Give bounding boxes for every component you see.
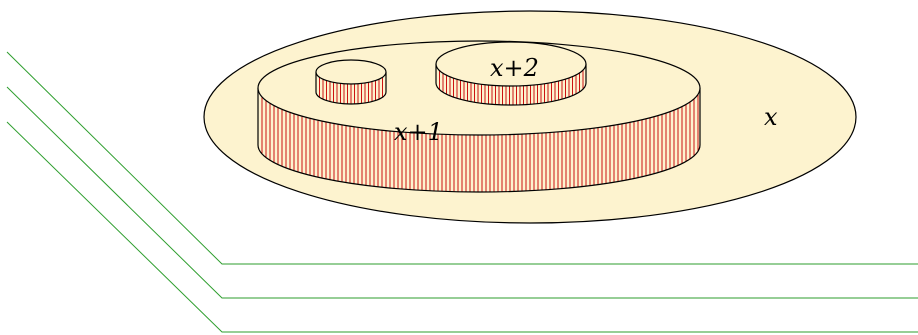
- middle-disk-bottom-edge: [257, 144, 701, 193]
- guide-lines: [6, 51, 918, 333]
- small-disk-hatching: [319, 77, 383, 104]
- middle-disk-hatching: [261, 94, 699, 192]
- inner-disk: [435, 41, 587, 106]
- small-disk: [315, 59, 387, 105]
- inner-disk-hatching: [439, 70, 584, 105]
- small-disk-top: [315, 59, 387, 85]
- inner-disk-top: [435, 41, 587, 87]
- label-outer: x: [764, 103, 778, 131]
- label-middle: x+1: [394, 118, 443, 146]
- guide-line-1: [6, 51, 918, 265]
- label-inner: x+2: [490, 54, 539, 82]
- guide-line-3: [6, 121, 918, 333]
- guide-line-2: [6, 86, 918, 299]
